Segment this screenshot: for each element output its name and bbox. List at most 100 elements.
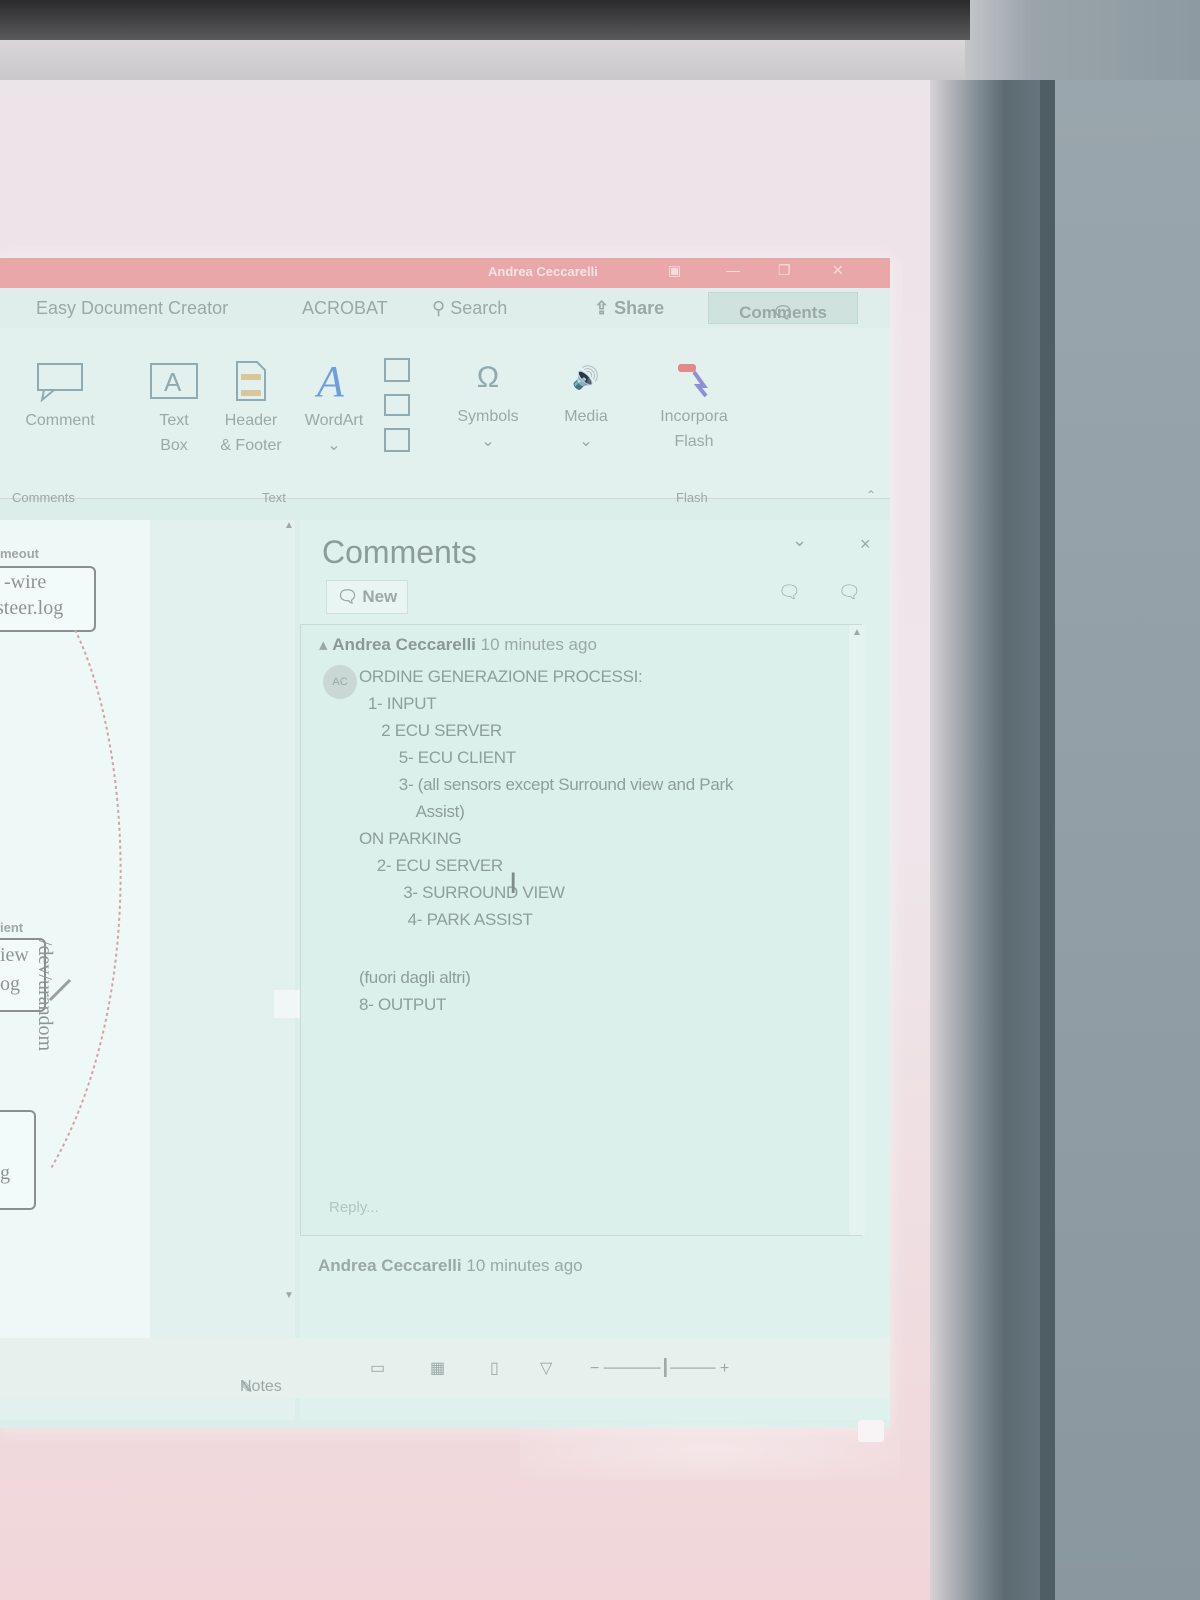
wall-pillar xyxy=(1040,80,1058,1600)
share-label: Share xyxy=(614,298,665,318)
tab-acrobat[interactable]: ACROBAT xyxy=(302,298,388,318)
comment-icon xyxy=(37,363,83,402)
slide-number-icon[interactable] xyxy=(384,394,410,416)
comments-scrollbar[interactable]: ▲ xyxy=(849,625,865,1235)
reading-view-icon[interactable]: ▯ xyxy=(490,1360,499,1377)
tab-easy-document-creator[interactable]: Easy Document Creator xyxy=(36,298,229,318)
comment-line: 2 ECU SERVER xyxy=(359,721,502,740)
comment-header-2[interactable]: Andrea Ceccarelli 10 minutes ago xyxy=(318,1256,583,1276)
comment-line: (fuori dagli altri) xyxy=(359,968,471,987)
ribbon-display-icon[interactable]: ▣ xyxy=(668,262,682,278)
comment-text[interactable]: ORDINE GENERAZIONE PROCESSI: 1- INPUT 2 … xyxy=(359,663,839,1018)
zoom-slider[interactable]: − ─────┃──── + xyxy=(590,1360,730,1377)
comment-label: Comment xyxy=(25,412,95,429)
node-text: -wire xyxy=(4,571,47,593)
text-box-button[interactable]: A Text Box xyxy=(148,360,200,458)
node-text: iew xyxy=(0,944,29,966)
diagram-dashed-arrow xyxy=(48,629,122,1171)
comment-thread[interactable]: ▴ Andrea Ceccarelli 10 minutes ago AC OR… xyxy=(300,624,865,1236)
comment-time-2: 10 minutes ago xyxy=(466,1256,583,1275)
comment-time: 10 minutes ago xyxy=(480,635,597,654)
new-comment-button[interactable]: 🗨 New xyxy=(326,580,408,614)
comment-line: ORDINE GENERAZIONE PROCESSI: xyxy=(359,667,643,686)
new-comment-label: New xyxy=(362,587,398,606)
node-text: og xyxy=(0,973,20,995)
next-comment-icon[interactable]: 🗨 xyxy=(838,582,861,602)
collapse-thread-icon[interactable]: ▴ xyxy=(319,635,328,654)
comment-line: Assist) xyxy=(359,802,465,821)
object-icon[interactable] xyxy=(384,428,410,452)
i-beam-cursor-icon: I xyxy=(509,867,518,900)
pane-close-icon[interactable]: × xyxy=(860,534,871,554)
text-box-label-2: Box xyxy=(160,437,188,454)
incorpora-flash-label-2: Flash xyxy=(674,433,714,450)
notes-icon: ✎ xyxy=(240,1380,254,1397)
comment-bubble-icon: 🗨 xyxy=(772,303,794,322)
slide-sorter-icon[interactable]: ▦ xyxy=(430,1360,446,1377)
projector-screen-housing xyxy=(0,0,970,40)
comments-pane-title: Comments xyxy=(322,534,477,570)
slide-label-client: ient xyxy=(0,920,24,935)
scroll-up-icon[interactable]: ▲ xyxy=(852,627,862,638)
wall xyxy=(1055,80,1200,1600)
text-box-icon: A xyxy=(150,363,198,399)
projector-screen-roller xyxy=(0,40,965,82)
wordart-label: WordArt xyxy=(304,412,364,429)
comments-toggle-button[interactable]: 🗨 Comments xyxy=(708,292,858,324)
slide-canvas[interactable]: meout -wire steer.log ient iew og g /dev… xyxy=(0,520,150,1340)
pane-options-icon[interactable]: ⌄ xyxy=(792,530,808,550)
scroll-up-icon[interactable]: ▲ xyxy=(284,520,294,531)
new-comment-icon: 🗨 xyxy=(336,587,359,606)
menu-bar: Easy Document Creator ACROBAT ⚲ Search ⇪… xyxy=(0,288,890,328)
new-comment-ribbon-button[interactable]: Comment xyxy=(12,360,108,433)
wall-edge xyxy=(930,80,1055,1600)
wordart-button[interactable]: A WordArt ⌄ xyxy=(296,356,372,458)
normal-view-icon[interactable]: ▭ xyxy=(370,1360,386,1377)
omega-icon: Ω xyxy=(476,361,500,394)
node-text: g xyxy=(0,1162,10,1184)
comment-line: 3- (all sensors except Surround view and… xyxy=(359,775,734,794)
comment-line: 3- SURROUND VIEW xyxy=(359,883,565,902)
comments-pane: Comments ⌄ × 🗨 New 🗨 🗨 ▴ Andrea Ceccarel… xyxy=(300,520,890,1420)
share-button[interactable]: ⇪ Share xyxy=(594,298,664,319)
share-icon: ⇪ xyxy=(594,298,610,318)
status-bar: ✎ Notes ▭ ▦ ▯ ▽ − ─────┃──── + xyxy=(0,1338,890,1398)
header-footer-icon xyxy=(236,361,266,401)
flash-icon xyxy=(678,364,708,398)
comment-author: Andrea Ceccarelli xyxy=(332,635,476,654)
collapse-ribbon-icon[interactable]: ⌃ xyxy=(866,488,877,502)
group-label-text: Text xyxy=(262,490,286,505)
comment-line xyxy=(359,933,839,964)
incorpora-flash-button[interactable]: Incorpora Flash xyxy=(644,358,744,454)
title-user-name: Andrea Ceccarelli xyxy=(488,264,598,279)
notes-label: Notes xyxy=(240,1378,282,1395)
wordart-icon: A xyxy=(314,357,345,402)
minimize-icon[interactable]: — xyxy=(726,262,740,278)
svg-text:A: A xyxy=(164,367,182,397)
previous-comment-icon[interactable]: 🗨 xyxy=(778,582,801,602)
restore-icon[interactable]: ❐ xyxy=(778,262,791,278)
header-footer-label-1: Header xyxy=(224,412,278,429)
symbols-button[interactable]: Ω Symbols ⌄ xyxy=(448,358,528,454)
header-footer-button[interactable]: Header & Footer xyxy=(210,360,292,458)
scroll-down-icon[interactable]: ▼ xyxy=(284,1290,294,1301)
close-icon[interactable]: ✕ xyxy=(832,262,844,278)
scroll-thumb[interactable] xyxy=(274,990,300,1018)
slide-editing-area[interactable]: meout -wire steer.log ient iew og g /dev… xyxy=(0,520,295,1420)
slideshow-icon[interactable]: ▽ xyxy=(540,1360,553,1377)
media-button[interactable]: 🔊 Media ⌄ xyxy=(554,358,618,454)
avatar: AC xyxy=(323,665,357,699)
diagram-node-steer-log: -wire steer.log xyxy=(0,566,96,632)
date-time-icon[interactable] xyxy=(384,358,410,382)
slide-label-top: meout xyxy=(0,546,39,561)
reply-input[interactable]: Reply... xyxy=(329,1199,379,1216)
comment-line: 8- OUTPUT xyxy=(359,995,447,1014)
search-box[interactable]: ⚲ Search xyxy=(432,298,507,319)
slide-scrollbar[interactable]: ▲ ▼ xyxy=(274,520,300,1301)
wordart-dropdown-icon: ⌄ xyxy=(327,437,341,454)
title-bar: Andrea Ceccarelli ▣ — ❐ ✕ xyxy=(0,258,890,288)
comment-header: ▴ Andrea Ceccarelli 10 minutes ago xyxy=(319,635,597,655)
comment-line: 2- ECU SERVER xyxy=(359,856,503,875)
comment-line: 1- INPUT xyxy=(359,694,437,713)
search-label: Search xyxy=(450,298,508,318)
